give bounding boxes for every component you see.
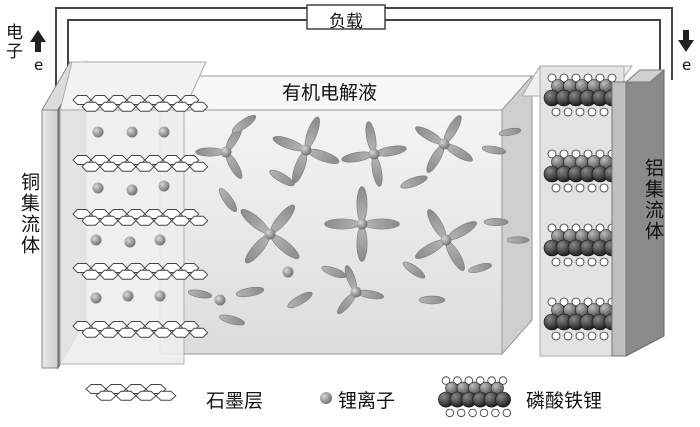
lithium-ion [126, 184, 138, 196]
electron-label-left: 电子 [6, 23, 23, 62]
solvent-molecule [481, 145, 507, 155]
lithium-ion [440, 234, 452, 246]
solvent-molecule [337, 265, 384, 315]
solvent-molecule [415, 115, 473, 173]
lithium-ion [92, 182, 104, 194]
lithium-ion [350, 286, 362, 298]
lithium-ion [356, 218, 368, 230]
graphite-layer [72, 321, 209, 338]
solvent-molecule [219, 314, 245, 326]
solvent-molecule [402, 261, 426, 279]
lithium-ion [158, 180, 170, 192]
solvent-molecule [418, 295, 446, 305]
aluminum-current-collector [611, 69, 666, 357]
solvent-molecule [187, 289, 213, 299]
lithium-ion [90, 234, 102, 246]
graphite-layer [72, 209, 209, 226]
lithium-ion [300, 144, 312, 156]
lifepo4-cluster [543, 223, 621, 267]
legend-lifepo4-label: 磷酸铁锂 [526, 390, 603, 412]
lithium-ion [154, 290, 166, 302]
solvent-molecule [468, 263, 492, 273]
solvent-molecule [324, 186, 400, 262]
lithium-ion [126, 126, 138, 138]
lithium-ion [92, 126, 104, 138]
lithium-ion [220, 146, 232, 158]
legend-lithium-ion-icon [320, 392, 332, 404]
legend-lithium-ion-label: 锂离子 [338, 390, 396, 412]
lithium-ion [264, 228, 276, 240]
lithium-ion [282, 266, 294, 278]
electrolyte-label: 有机电解液 [282, 82, 378, 104]
electron-symbol-right: e [682, 56, 692, 74]
electron-arrow-down-icon [678, 30, 694, 52]
electron-symbol-left: e [34, 56, 44, 74]
lithium-ion [90, 292, 102, 304]
solvent-molecule [240, 204, 300, 264]
graphite-layer [72, 95, 209, 112]
lithium-ion [154, 234, 166, 246]
lithium-ion [122, 290, 134, 302]
solvent-molecules [187, 114, 530, 326]
legend-graphite-label: 石墨层 [206, 390, 264, 412]
solvent-molecule [341, 121, 407, 187]
graphite-layer [72, 263, 209, 280]
solvent-molecule [498, 127, 522, 137]
lithium-ions [90, 126, 452, 306]
lithium-ion [158, 126, 170, 138]
load-label: 负载 [329, 12, 363, 32]
graphite-layer [72, 155, 209, 172]
lithium-ion [368, 148, 380, 160]
solvent-molecule [272, 116, 340, 184]
solvent-molecule [321, 265, 347, 279]
solvent-molecule [415, 209, 477, 271]
legend-lifepo4-icon [438, 376, 511, 418]
solvent-molecule [400, 175, 428, 189]
solvent-molecule [218, 187, 238, 213]
anode-collector-label: 铜集流体 [18, 172, 40, 256]
cathode-collector-label: 铝集流体 [642, 158, 664, 242]
legend-graphite-icon [85, 384, 177, 401]
solvent-molecule [287, 291, 313, 309]
load-box [306, 4, 386, 30]
lifepo4-cathode-region [521, 65, 633, 357]
solvent-molecule [235, 286, 265, 298]
lifepo4-cluster [543, 73, 621, 117]
solvent-molecule [506, 236, 530, 244]
lithium-ion [124, 236, 136, 248]
electrolyte-container [158, 74, 534, 356]
lifepo4-cluster [438, 376, 511, 418]
electron-arrow-up-icon [30, 30, 46, 52]
lithium-ion [438, 138, 450, 150]
solvent-molecule [269, 169, 295, 187]
lithium-ion [214, 294, 226, 306]
solvent-molecule [483, 218, 509, 226]
lifepo4-cluster [543, 297, 621, 341]
solvent-molecule [231, 114, 257, 134]
